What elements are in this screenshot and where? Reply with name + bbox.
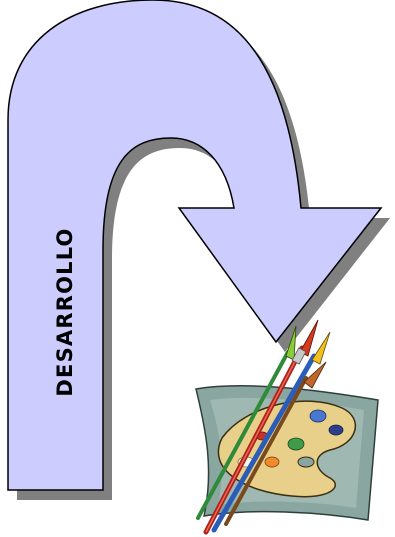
brushes bbox=[196, 319, 331, 535]
paint-palette-clipart bbox=[195, 319, 379, 535]
u-turn-arrow bbox=[7, 0, 383, 491]
brush-handle-brown bbox=[224, 376, 308, 526]
paint-blob-navy bbox=[328, 424, 344, 436]
paint-blob-blue bbox=[309, 409, 327, 423]
brush-tip-green bbox=[285, 325, 297, 361]
palette-thumb-hole bbox=[297, 456, 315, 468]
paint-blob-green bbox=[287, 437, 305, 451]
brush-tip-blue bbox=[311, 331, 331, 365]
arrow-label: DESARROLLO bbox=[53, 227, 77, 396]
brush-handle-blue bbox=[211, 353, 317, 533]
brush-tip-brown bbox=[303, 361, 327, 389]
brush-handle-red-highlight bbox=[205, 347, 303, 533]
paint-blob-orange bbox=[264, 456, 280, 468]
brush-handle-green bbox=[196, 350, 290, 520]
brush-ferrule bbox=[291, 347, 307, 365]
